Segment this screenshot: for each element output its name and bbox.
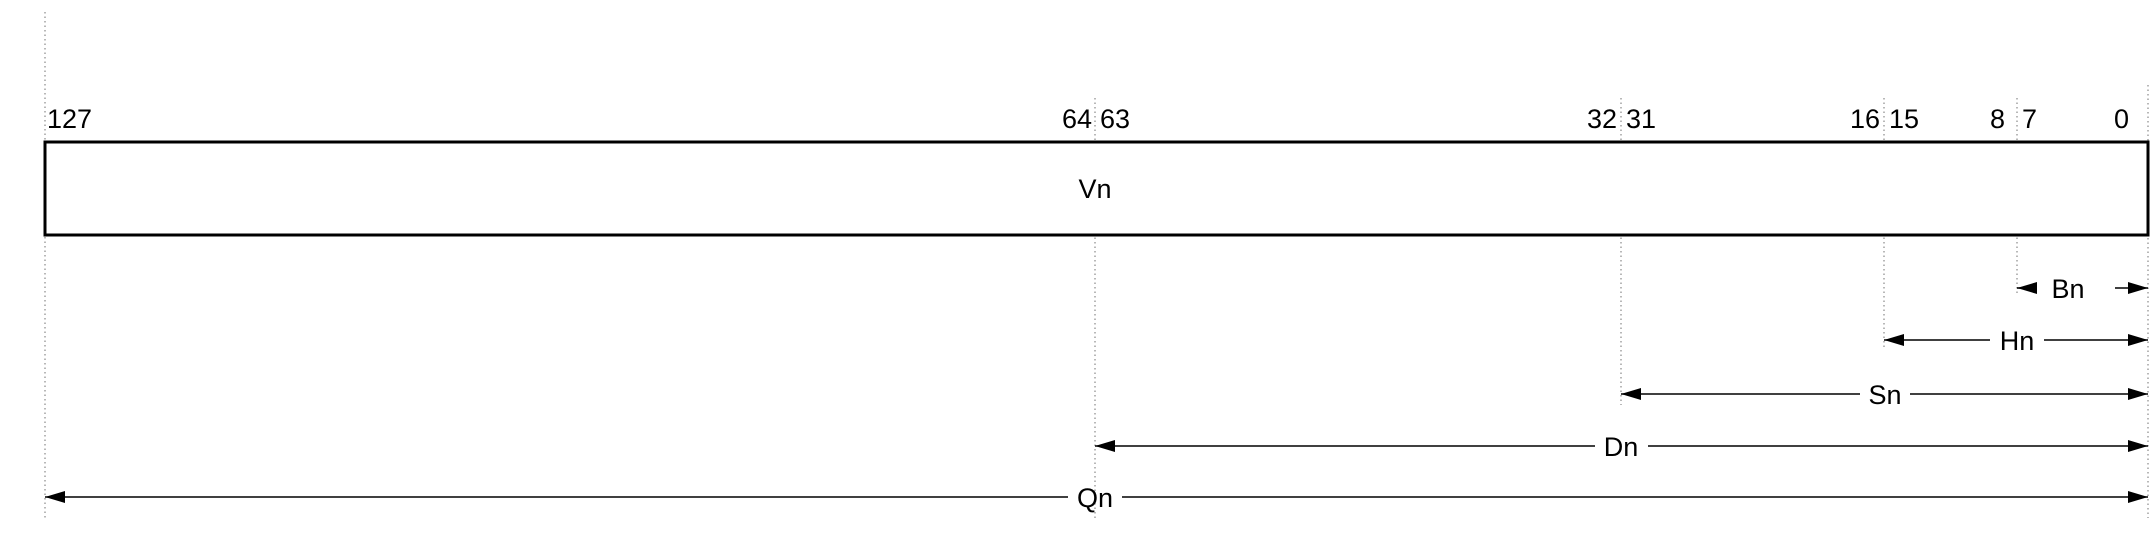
bit-label-0: 0: [2114, 104, 2129, 134]
view-label-qn: Qn: [1077, 483, 1113, 513]
bit-label-64: 64: [1062, 104, 1092, 134]
register-label: Vn: [1078, 174, 1111, 204]
view-label-dn: Dn: [1604, 432, 1639, 462]
view-arrow-sn: Sn: [1621, 380, 2148, 410]
view-arrow-bn: Bn: [2017, 274, 2148, 304]
bit-label-31: 31: [1626, 104, 1656, 134]
view-label-sn: Sn: [1868, 380, 1901, 410]
bit-label-8: 8: [1990, 104, 2005, 134]
bit-label-16: 16: [1850, 104, 1880, 134]
bit-label-32: 32: [1587, 104, 1617, 134]
view-label-bn: Bn: [2051, 274, 2084, 304]
view-arrow-dn: Dn: [1095, 432, 2148, 462]
bit-label-127: 127: [47, 104, 92, 134]
view-arrow-hn: Hn: [1884, 326, 2148, 356]
bit-label-63: 63: [1100, 104, 1130, 134]
bit-label-7: 7: [2022, 104, 2037, 134]
vector-register-box: [43, 140, 2150, 237]
bit-label-15: 15: [1889, 104, 1919, 134]
view-arrow-qn: Qn: [45, 483, 2148, 513]
view-label-hn: Hn: [2000, 326, 2035, 356]
